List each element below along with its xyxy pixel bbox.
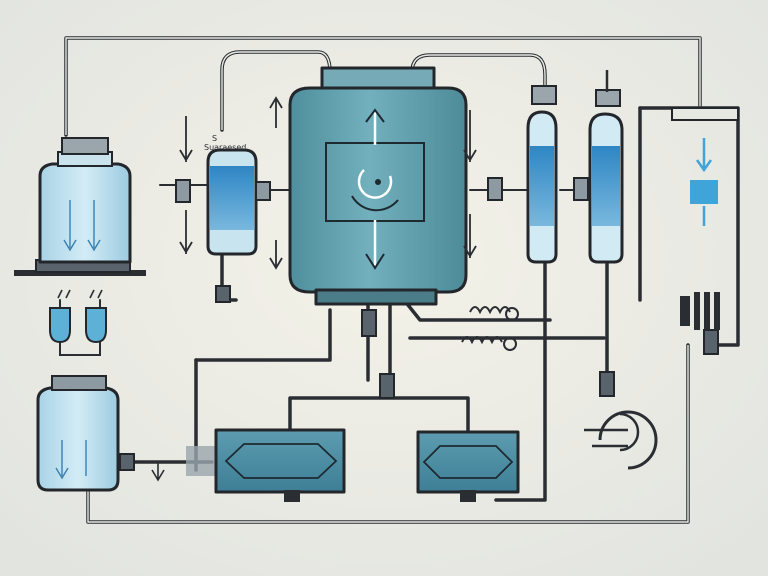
pump-icon [584, 410, 658, 470]
swirl-icon [351, 169, 399, 212]
central-reactor-icon [288, 66, 468, 306]
unit-label-small: S [212, 134, 217, 143]
left-water-bottle-icon [14, 137, 146, 276]
filter-cartridges [49, 289, 107, 344]
right-panel [671, 107, 739, 226]
unit-label: Suaraesed [204, 143, 246, 152]
glass-column-icon: S Suaraesed [204, 134, 258, 256]
valve-icon [119, 177, 719, 471]
right-glass-columns [526, 70, 624, 264]
flow-arrow-icon [179, 96, 477, 270]
lower-water-bottle-icon [36, 375, 120, 492]
spring-coil-icon [461, 292, 720, 351]
heat-exchanger-icon [151, 428, 520, 502]
